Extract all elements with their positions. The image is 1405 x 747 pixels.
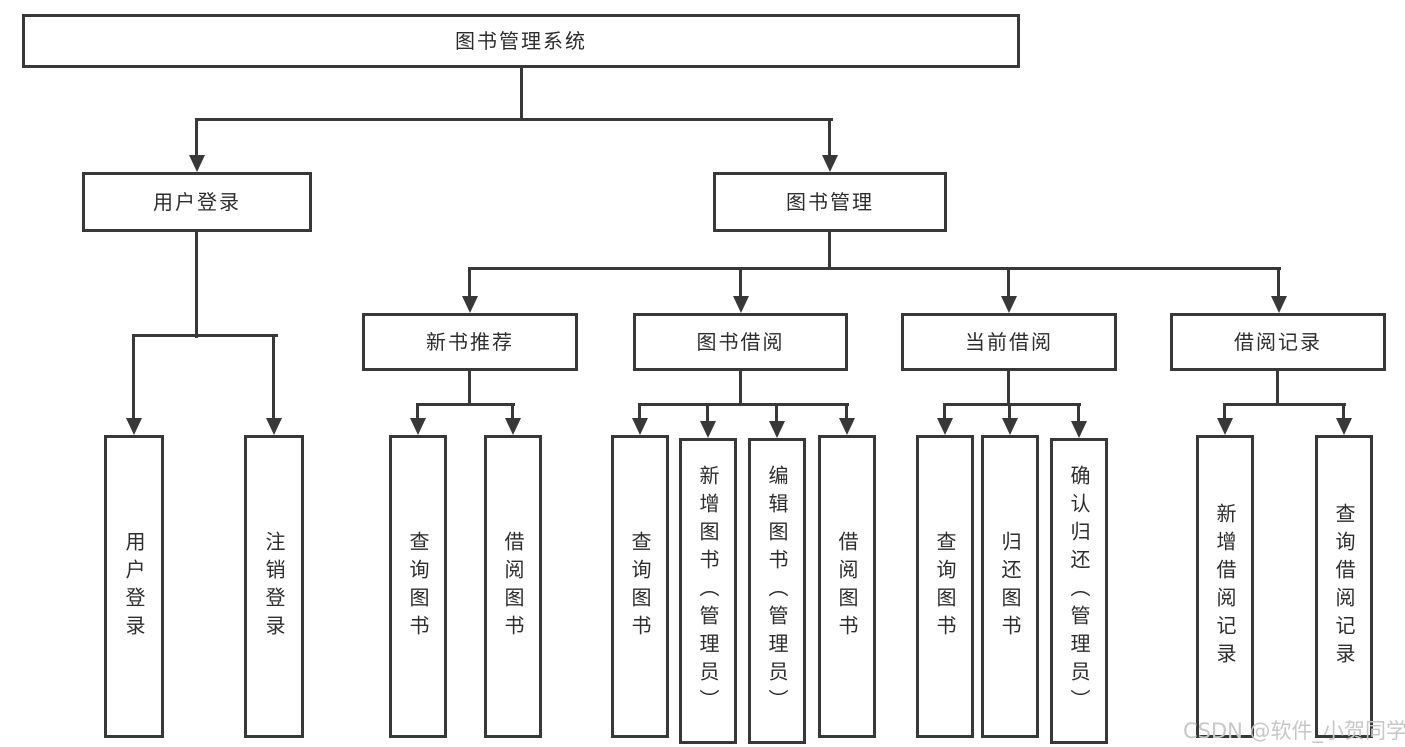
node-book-borrowing: 图书借阅 bbox=[633, 313, 848, 371]
arrow-down-icon bbox=[410, 418, 426, 435]
connector-line bbox=[511, 403, 514, 423]
connector-line bbox=[706, 403, 709, 425]
leaf-logout-label: 注销登录 bbox=[262, 530, 286, 643]
leaf-cb-query-books-label: 查询图书 bbox=[933, 530, 957, 643]
connector-line bbox=[828, 118, 831, 160]
leaf-cb-query-books: 查询图书 bbox=[916, 435, 974, 738]
connector-line bbox=[1277, 267, 1280, 301]
connector-line bbox=[1007, 267, 1010, 301]
leaf-bb-edit-books-admin: 编辑图书（管理员） bbox=[748, 438, 806, 744]
arrow-down-icon bbox=[839, 418, 855, 435]
arrow-down-icon bbox=[1071, 421, 1087, 438]
leaf-br-add-record-label: 新增借阅记录 bbox=[1213, 502, 1237, 671]
node-user-login-label: 用户登录 bbox=[153, 190, 241, 214]
connector-line bbox=[1007, 371, 1010, 406]
arrow-down-icon bbox=[1002, 418, 1018, 435]
leaf-br-query-record-label: 查询借阅记录 bbox=[1332, 502, 1356, 671]
watermark: CSDN @软件_小贺同学 bbox=[1183, 719, 1405, 743]
connector-line bbox=[132, 334, 135, 422]
leaf-nb-borrow-books: 借阅图书 bbox=[484, 435, 542, 738]
leaf-bb-edit-books-admin-label: 编辑图书（管理员） bbox=[765, 465, 789, 717]
connector-line bbox=[775, 403, 778, 425]
node-new-book-recommend: 新书推荐 bbox=[362, 313, 578, 371]
arrow-down-icon bbox=[189, 155, 205, 172]
connector-line bbox=[638, 403, 641, 423]
node-borrow-records-label: 借阅记录 bbox=[1234, 330, 1322, 354]
leaf-bb-borrow-books: 借阅图书 bbox=[818, 435, 876, 738]
connector-line bbox=[195, 118, 198, 160]
connector-line bbox=[520, 68, 523, 120]
leaf-nb-query-books: 查询图书 bbox=[389, 435, 447, 738]
connector-line bbox=[196, 118, 833, 121]
node-book-borrowing-label: 图书借阅 bbox=[696, 330, 785, 354]
connector-line bbox=[828, 232, 831, 270]
connector-line bbox=[469, 267, 1281, 270]
arrow-down-icon bbox=[126, 418, 142, 435]
leaf-bb-add-books-admin-label: 新增图书（管理员） bbox=[696, 465, 720, 717]
leaf-bb-borrow-books-label: 借阅图书 bbox=[835, 530, 859, 643]
connector-line bbox=[739, 371, 742, 406]
arrow-down-icon bbox=[266, 418, 282, 435]
leaf-cb-return-books-label: 归还图书 bbox=[998, 530, 1022, 643]
arrow-down-icon bbox=[1336, 418, 1352, 435]
connector-line bbox=[417, 403, 515, 406]
connector-line bbox=[1223, 403, 1226, 423]
connector-line bbox=[195, 232, 198, 338]
node-root-label: 图书管理系统 bbox=[455, 29, 587, 53]
arrow-down-icon bbox=[769, 421, 785, 438]
connector-line bbox=[468, 267, 471, 301]
arrow-down-icon bbox=[505, 418, 521, 435]
node-book-management-label: 图书管理 bbox=[786, 190, 874, 214]
leaf-cb-confirm-return-admin: 确认归还（管理员） bbox=[1050, 438, 1108, 744]
leaf-cb-return-books: 归还图书 bbox=[981, 435, 1039, 738]
arrow-down-icon bbox=[700, 421, 716, 438]
connector-line bbox=[944, 403, 1081, 406]
leaf-bb-query-books-label: 查询图书 bbox=[628, 530, 652, 643]
leaf-nb-query-books-label: 查询图书 bbox=[406, 530, 430, 643]
arrow-down-icon bbox=[822, 155, 838, 172]
connector-line bbox=[943, 403, 946, 423]
leaf-logout: 注销登录 bbox=[244, 435, 304, 738]
arrow-down-icon bbox=[1001, 296, 1017, 313]
arrow-down-icon bbox=[937, 418, 953, 435]
leaf-bb-add-books-admin: 新增图书（管理员） bbox=[679, 438, 737, 744]
connector-line bbox=[1008, 403, 1011, 423]
connector-line bbox=[1342, 403, 1345, 423]
leaf-cb-confirm-return-admin-label: 确认归还（管理员） bbox=[1067, 465, 1091, 717]
connector-line bbox=[739, 267, 742, 301]
leaf-nb-borrow-books-label: 借阅图书 bbox=[501, 530, 525, 643]
node-new-book-recommend-label: 新书推荐 bbox=[426, 330, 514, 354]
connector-line bbox=[133, 334, 278, 337]
node-user-login: 用户登录 bbox=[82, 172, 312, 232]
connector-line bbox=[639, 403, 849, 406]
leaf-bb-query-books: 查询图书 bbox=[611, 435, 669, 738]
arrow-down-icon bbox=[632, 418, 648, 435]
leaf-br-add-record: 新增借阅记录 bbox=[1196, 435, 1254, 738]
arrow-down-icon bbox=[1271, 296, 1287, 313]
node-root: 图书管理系统 bbox=[22, 14, 1020, 68]
arrow-down-icon bbox=[733, 296, 749, 313]
node-current-borrowing: 当前借阅 bbox=[901, 313, 1117, 371]
connector-line bbox=[416, 403, 419, 423]
leaf-br-query-record: 查询借阅记录 bbox=[1315, 435, 1373, 738]
leaf-user-login: 用户登录 bbox=[104, 435, 164, 738]
connector-line bbox=[1077, 403, 1080, 425]
node-current-borrowing-label: 当前借阅 bbox=[965, 330, 1053, 354]
leaf-user-login-label: 用户登录 bbox=[122, 530, 146, 643]
node-borrow-records: 借阅记录 bbox=[1170, 313, 1386, 371]
connector-line bbox=[272, 334, 275, 422]
node-book-management: 图书管理 bbox=[713, 172, 947, 232]
arrow-down-icon bbox=[462, 296, 478, 313]
connector-line bbox=[1276, 371, 1279, 406]
connector-line bbox=[845, 403, 848, 423]
connector-line bbox=[468, 371, 471, 406]
arrow-down-icon bbox=[1217, 418, 1233, 435]
connector-line bbox=[1224, 403, 1346, 406]
